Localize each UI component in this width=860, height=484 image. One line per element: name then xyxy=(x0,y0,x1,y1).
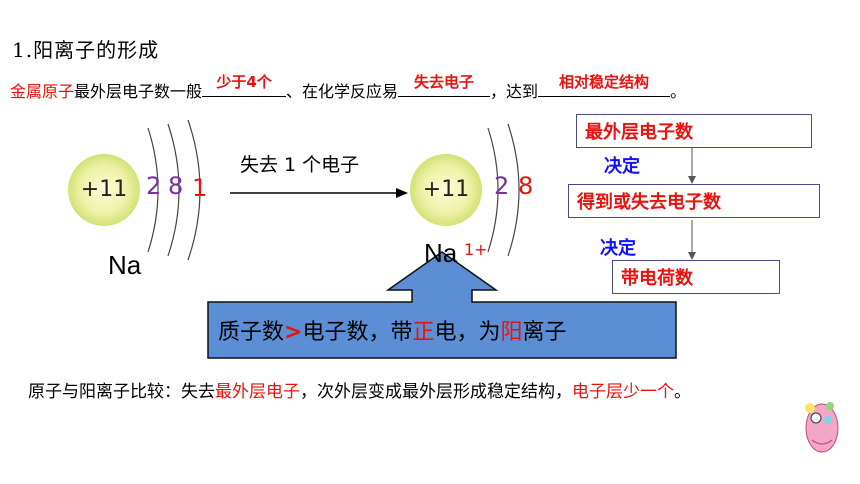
callout-text: 质子数>电子数，带正电，为阳离子 xyxy=(218,314,567,346)
ion-nucleus: +11 xyxy=(410,154,482,226)
flow-box-charge: 带电荷数 xyxy=(612,260,780,294)
atom-shell-arc-1 xyxy=(147,127,159,253)
summary-outer-electrons: 最外层电子 xyxy=(215,382,300,402)
ion-shell-1-count: 2 xyxy=(494,172,510,200)
blank-3: 相对稳定结构 xyxy=(538,73,671,97)
mascot-icon xyxy=(805,402,839,453)
summary-text: 原子与阳离子比较：失去最外层电子，次外层变成最外层形成稳定结构，电子层少一个。 xyxy=(28,378,768,406)
answer-3: 相对稳定结构 xyxy=(559,73,650,91)
callout-ion: 离子 xyxy=(522,320,567,345)
ion-shell-2-count: 8 xyxy=(518,172,534,200)
summary-1: 原子与阳离子比较：失去 xyxy=(28,382,215,402)
callout-positive: 正 xyxy=(412,320,435,345)
flow-connector-2-head xyxy=(688,252,696,260)
ion-symbol: Na xyxy=(424,238,458,268)
sentence-text-3: ，达到 xyxy=(490,82,539,101)
atom-shell-arc-2 xyxy=(167,123,180,257)
callout-is: 电，为 xyxy=(434,320,501,345)
sentence-text-1: 最外层电子数一般 xyxy=(74,82,203,101)
ion-shell-arc-1 xyxy=(487,127,499,253)
callout-protons: 质子数 xyxy=(218,320,285,345)
flow-connector-1-head xyxy=(688,176,696,184)
term-metal-atom: 金属原子 xyxy=(10,82,75,101)
callout-arrow-shape xyxy=(207,251,677,359)
arrow-label: 失去 1 个电子 xyxy=(240,154,360,176)
flow-box-gain-lose: 得到或失去电子数 xyxy=(568,184,820,218)
ion-charge: 1+ xyxy=(464,240,488,259)
blank-1: 少于4个 xyxy=(202,73,287,97)
flow-decide-1: 决定 xyxy=(604,156,640,177)
summary-2: ，次外层变成最外层形成稳定结构， xyxy=(300,382,572,402)
page-title: 1.阳离子的形成 xyxy=(12,38,160,62)
fill-in-sentence: 金属原子最外层电子数一般少于4个、在化学反应易失去电子 ，达到 相对稳定结构。 xyxy=(10,73,687,102)
callout-gt: > xyxy=(284,320,303,345)
answer-2: 失去电子 xyxy=(414,73,475,91)
sentence-text-4: 。 xyxy=(670,82,687,101)
atom-nucleus: +11 xyxy=(68,154,140,226)
answer-1: 少于4个 xyxy=(216,73,272,91)
atom-nucleus-charge: +11 xyxy=(80,177,128,202)
flow-decide-2: 决定 xyxy=(600,238,636,259)
reaction-arrow-head xyxy=(396,188,408,198)
atom-shell-3-count: 1 xyxy=(192,174,208,202)
summary-3: 。 xyxy=(674,382,691,402)
sentence-text-2: 、在化学反应易 xyxy=(286,82,399,101)
atom-shell-1-count: 2 xyxy=(146,172,162,200)
atom-shell-2-count: 8 xyxy=(168,172,184,200)
ion-nucleus-charge: +11 xyxy=(422,177,470,202)
callout-electrons: 电子数，带 xyxy=(302,320,413,345)
summary-one-fewer-shell: 电子层少一个 xyxy=(572,382,674,402)
atom-symbol: Na xyxy=(108,250,142,280)
ion-shell-arc-2 xyxy=(507,123,520,257)
blank-2: 失去电子 xyxy=(398,73,491,97)
atom-shell-arc-3 xyxy=(187,119,201,261)
callout-cation: 阳 xyxy=(500,320,523,345)
flow-box-outer-electrons: 最外层电子数 xyxy=(576,114,812,148)
